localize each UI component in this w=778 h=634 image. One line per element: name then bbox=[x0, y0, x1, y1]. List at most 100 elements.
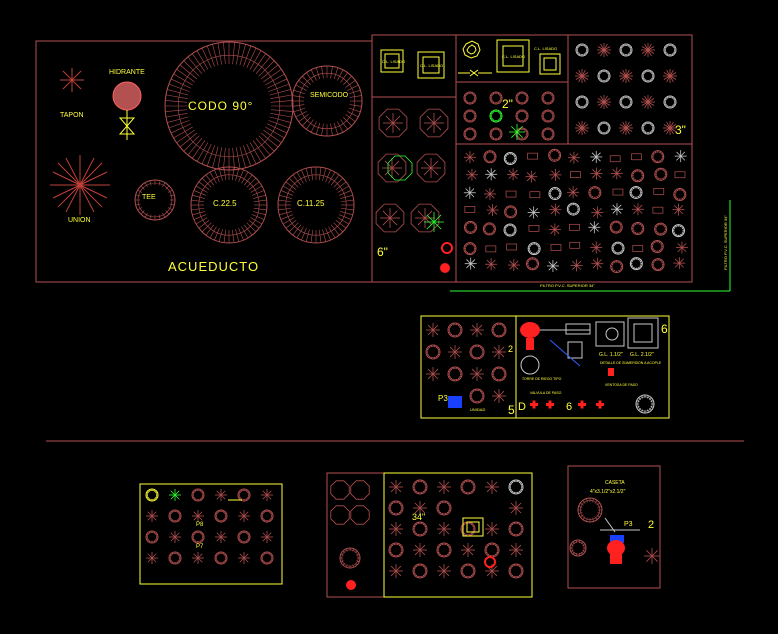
ring-tick bbox=[280, 214, 294, 220]
spoke bbox=[427, 324, 434, 331]
tee-symbol bbox=[134, 179, 176, 221]
ring-tick bbox=[671, 53, 674, 56]
spoke bbox=[390, 481, 397, 488]
spoke bbox=[548, 265, 554, 271]
ring-tick bbox=[240, 540, 243, 543]
ring-tick bbox=[484, 225, 487, 228]
ring-tick bbox=[205, 224, 215, 236]
spoke bbox=[426, 221, 435, 230]
ring-tick bbox=[260, 132, 279, 148]
spoke bbox=[454, 351, 461, 358]
spoke bbox=[555, 205, 560, 210]
ring-tick bbox=[176, 69, 195, 83]
ring-tick bbox=[523, 92, 526, 95]
spoke bbox=[391, 160, 400, 169]
spoke bbox=[669, 127, 677, 132]
spoke bbox=[243, 557, 249, 563]
ring-tick bbox=[165, 109, 188, 112]
spoke bbox=[550, 229, 556, 235]
ring-tick bbox=[448, 509, 451, 512]
ring-tick bbox=[518, 119, 521, 122]
spoke bbox=[681, 243, 687, 248]
spoke bbox=[389, 210, 398, 219]
ring-tick bbox=[243, 145, 252, 167]
spoke bbox=[466, 263, 471, 269]
spoke bbox=[493, 346, 500, 353]
ring-tick bbox=[611, 268, 614, 270]
spoke bbox=[581, 75, 586, 83]
spoke bbox=[262, 532, 268, 538]
ring-tick bbox=[168, 120, 190, 129]
ring-tick bbox=[282, 185, 295, 193]
g-1-1-2-label: G.L. 1.1/2" bbox=[599, 352, 623, 358]
ring-tick bbox=[578, 506, 583, 508]
ring-tick bbox=[537, 245, 540, 247]
spoke bbox=[641, 98, 649, 103]
ring-tick bbox=[499, 130, 502, 133]
ring-tick bbox=[549, 190, 552, 192]
spoke bbox=[548, 261, 554, 267]
ring-tick bbox=[354, 562, 358, 566]
spoke bbox=[438, 486, 445, 493]
ring-tick bbox=[448, 370, 451, 373]
ring-tick bbox=[191, 199, 205, 203]
ring-tick bbox=[465, 224, 468, 226]
spoke bbox=[467, 174, 473, 180]
ring-tick bbox=[607, 77, 610, 80]
ring-tick bbox=[481, 353, 484, 356]
ring-tick bbox=[650, 406, 654, 408]
spoke bbox=[625, 75, 633, 80]
ring-tick bbox=[255, 56, 271, 75]
ring-tick bbox=[222, 561, 225, 564]
spoke bbox=[573, 153, 579, 158]
ring-tick bbox=[253, 211, 266, 216]
ring-tick bbox=[494, 333, 497, 336]
spoke bbox=[569, 157, 575, 163]
ring-tick bbox=[196, 50, 209, 70]
ring-tick bbox=[636, 400, 640, 402]
spoke bbox=[432, 373, 439, 380]
ring-tick bbox=[551, 94, 554, 97]
ring-tick bbox=[398, 544, 401, 547]
ring-tick bbox=[652, 261, 655, 263]
ring-tick bbox=[223, 167, 227, 181]
ring-tick bbox=[501, 368, 504, 371]
ring-tick bbox=[238, 533, 241, 536]
br-sub: 4"x3.1/2"x2.1/2" bbox=[590, 489, 626, 495]
ring-tick bbox=[486, 232, 488, 235]
red-dot bbox=[440, 263, 450, 273]
ring-tick bbox=[296, 171, 304, 184]
spoke bbox=[147, 515, 153, 521]
blue-box bbox=[448, 396, 462, 408]
ring-tick bbox=[472, 572, 475, 575]
spoke bbox=[551, 174, 556, 180]
ring-tick bbox=[492, 331, 495, 334]
ring-tick bbox=[632, 177, 635, 179]
ring-tick bbox=[199, 498, 202, 501]
ring-tick bbox=[391, 553, 394, 556]
ring-tick bbox=[340, 194, 353, 199]
ring-tick bbox=[155, 533, 158, 536]
ring-tick bbox=[153, 540, 156, 543]
ring-tick bbox=[282, 217, 295, 225]
filter-side-label: FILTRO P.V.C. SUPERIOR 34" bbox=[723, 215, 728, 270]
spoke bbox=[625, 75, 630, 83]
ring-tick bbox=[298, 114, 309, 122]
spoke bbox=[414, 502, 421, 509]
ring-tick bbox=[231, 167, 235, 181]
valve-4-label: C.L. LISADO bbox=[534, 46, 557, 51]
ring-tick bbox=[168, 83, 190, 92]
ring-tick bbox=[215, 554, 218, 557]
ring-tick bbox=[530, 251, 533, 255]
ring-tick bbox=[439, 511, 442, 514]
ring-tick bbox=[448, 375, 451, 378]
ring-tick bbox=[610, 223, 613, 226]
spoke bbox=[597, 259, 602, 264]
ring-tick bbox=[472, 567, 475, 570]
spoke bbox=[385, 122, 394, 131]
spoke bbox=[498, 395, 505, 402]
ring-tick bbox=[335, 219, 347, 229]
ring-tick bbox=[518, 110, 521, 113]
spoke bbox=[471, 368, 478, 375]
detail-box bbox=[567, 341, 583, 359]
